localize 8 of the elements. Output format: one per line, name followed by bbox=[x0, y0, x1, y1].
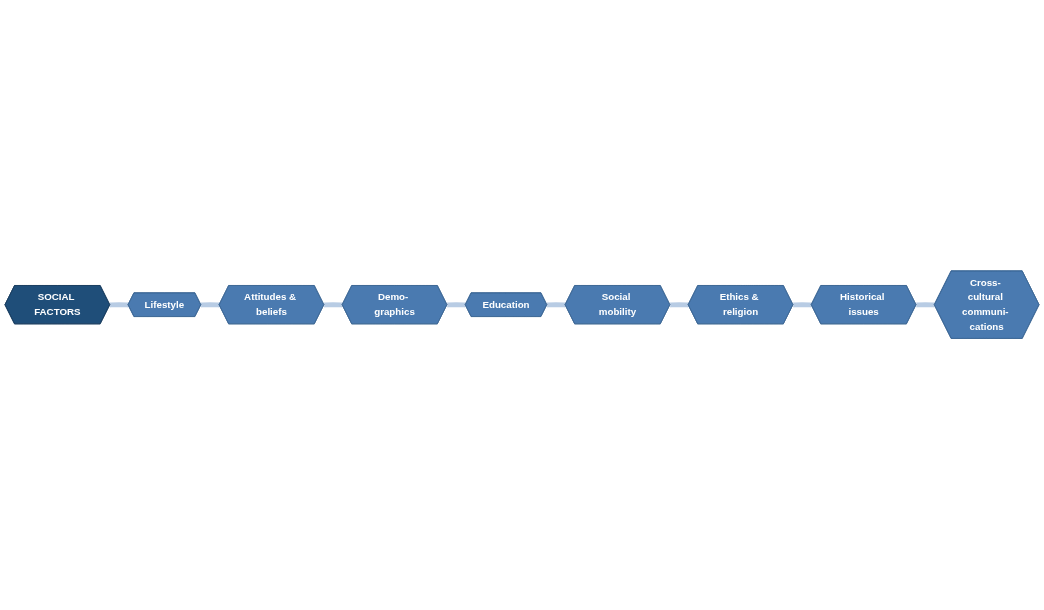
connector bbox=[669, 302, 690, 308]
connector bbox=[792, 302, 813, 308]
connector bbox=[109, 302, 130, 308]
connector bbox=[915, 302, 936, 308]
connector bbox=[200, 302, 221, 308]
connector bbox=[546, 302, 567, 308]
connector bbox=[323, 302, 344, 308]
connector bbox=[446, 302, 467, 308]
